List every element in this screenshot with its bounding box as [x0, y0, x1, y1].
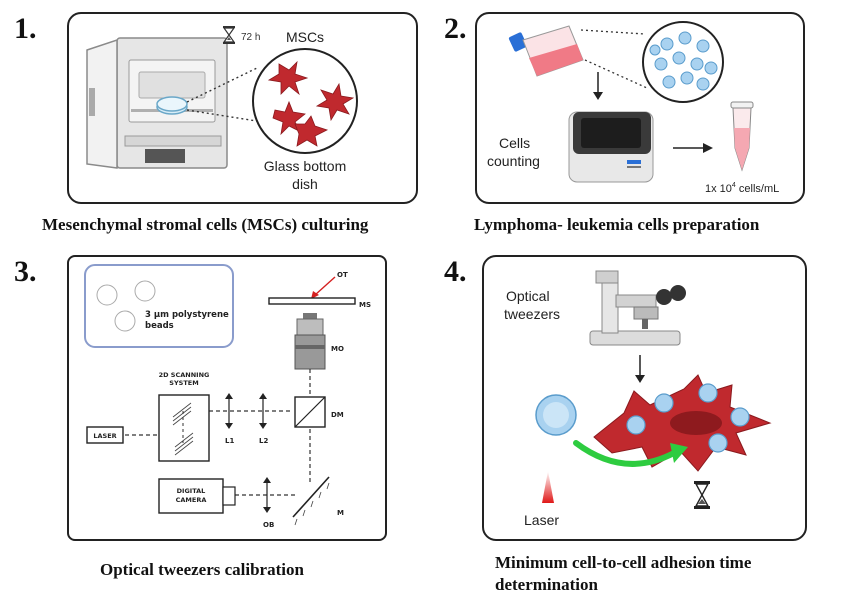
cell-zoom-circle	[642, 21, 724, 103]
tube-icon	[730, 101, 754, 172]
label-dm: DM	[331, 411, 344, 419]
panel-1: MSCs 72 h Glass bottom dish	[67, 12, 418, 204]
hourglass-icon	[694, 481, 710, 509]
beads-box: 3 µm polystyrene beads	[84, 264, 234, 348]
microscope-slide	[268, 297, 356, 305]
flask-icon	[508, 25, 584, 77]
camera-line1: DIGITAL	[177, 487, 206, 495]
scan-line2: SYSTEM	[169, 379, 198, 387]
tweezers-line1: Optical	[506, 288, 550, 304]
lymphoma-cell	[535, 394, 577, 436]
msc-cell	[593, 374, 772, 472]
camera-line2: CAMERA	[176, 496, 207, 504]
panel-1-number: 1.	[14, 12, 37, 45]
panel-4-number: 4.	[444, 255, 467, 288]
scanning-system: 2D SCANNING SYSTEM	[158, 371, 210, 462]
scan-line1: 2D SCANNING	[159, 371, 210, 379]
petri-dish-icon	[156, 96, 188, 115]
panel-1-caption: Mesenchymal stromal cells (MSCs) culturi…	[42, 215, 369, 234]
panel-2-caption: Lymphoma- leukemia cells preparation	[474, 215, 760, 234]
dichroic-mirror	[294, 396, 326, 428]
microscope-icon	[589, 270, 686, 346]
label-l2: L2	[259, 437, 268, 445]
panel-2-number: 2.	[444, 12, 467, 45]
panel-4-caption-line2: determination	[495, 575, 598, 594]
label-ob: OB	[263, 521, 274, 529]
timer-label: 72 h	[241, 32, 260, 43]
mirror-m	[292, 476, 330, 526]
panel-3: 3 µm polystyrene beads OT MS MO	[67, 255, 387, 541]
label-m: M	[337, 509, 344, 517]
digital-camera: DIGITAL CAMERA	[158, 478, 236, 514]
objective-lens	[294, 313, 326, 370]
counting-line2: counting	[487, 153, 540, 169]
lens-l1	[225, 393, 233, 429]
dish-label-line2: dish	[292, 176, 318, 192]
adhesion-arrow	[573, 440, 677, 467]
label-l1: L1	[225, 437, 234, 445]
lens-l2	[259, 393, 267, 429]
msc-label: MSCs	[286, 29, 324, 45]
beads-line2: beads	[145, 321, 174, 331]
counting-line1: Cells	[499, 135, 530, 151]
tweezers-line2: tweezers	[504, 306, 560, 322]
label-ms: MS	[359, 301, 371, 309]
incubator-icon	[86, 37, 228, 169]
panel-3-caption: Optical tweezers calibration	[100, 560, 304, 579]
lens-ob	[263, 477, 271, 513]
cell-counter-icon	[568, 111, 654, 183]
hourglass-icon	[222, 26, 236, 44]
msc-zoom-circle: MSCs	[252, 29, 358, 154]
beads-line1: 3 µm polystyrene	[145, 310, 229, 320]
laser-beam	[542, 471, 554, 503]
concentration-label: 1x 104 cells/mL	[705, 182, 779, 195]
dish-label-line1: Glass bottom	[264, 158, 346, 174]
laser-source: LASER	[86, 426, 124, 444]
laser-label: Laser	[524, 512, 559, 528]
panel-3-number: 3.	[14, 255, 37, 288]
panel-2: Cells counting 1x 104 cells/mL	[475, 12, 805, 204]
panel-4: Optical tweezers Laser	[482, 255, 807, 541]
label-mo: MO	[331, 345, 344, 353]
label-laser: LASER	[93, 432, 116, 440]
label-ot: OT	[337, 271, 348, 279]
panel-4-caption-line1: Minimum cell-to-cell adhesion time	[495, 553, 752, 572]
